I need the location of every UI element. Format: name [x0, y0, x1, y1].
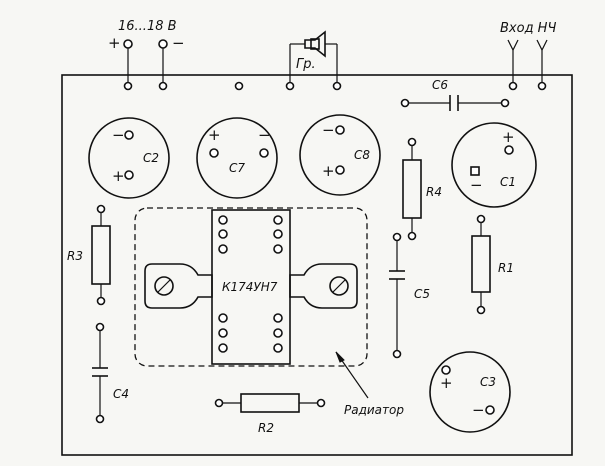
capacitor-c1	[451, 122, 537, 208]
resistor-r1	[471, 214, 491, 315]
c3-minus: −	[472, 401, 485, 419]
c1-minus: −	[470, 176, 483, 194]
chip-mounting-tab-right	[289, 263, 358, 309]
c3-plus: +	[440, 374, 453, 392]
resistor-r3	[91, 204, 111, 306]
board-outline	[61, 74, 573, 456]
capacitor-c4	[92, 322, 108, 424]
c2-plus: +	[112, 167, 125, 185]
power-minus-sign: −	[172, 34, 185, 52]
power-voltage-label: 16...18 В	[118, 19, 177, 34]
r3-label: R3	[67, 249, 83, 263]
capacitor-c8	[299, 114, 381, 196]
capacitor-c3	[429, 351, 511, 433]
chip-k174un7	[211, 209, 291, 365]
speaker-label: Гр.	[296, 57, 316, 72]
capacitor-c7	[196, 117, 278, 199]
c8-label: C8	[354, 148, 370, 162]
pad	[234, 81, 244, 91]
power-plus-sign: +	[108, 34, 121, 52]
power-terminals	[123, 39, 168, 91]
c8-plus: +	[322, 162, 335, 180]
r4-label: R4	[426, 185, 442, 199]
heatsink-pointer-arrow	[335, 351, 369, 399]
c6-label: C6	[432, 78, 448, 92]
chip-label: К174УН7	[222, 280, 278, 294]
capacitor-c6	[400, 95, 510, 111]
capacitor-c2	[88, 117, 170, 199]
c3-label: C3	[480, 375, 496, 389]
c1-label: C1	[500, 175, 516, 189]
c7-minus: −	[258, 126, 271, 144]
c7-plus: +	[208, 126, 221, 144]
c4-label: C4	[113, 387, 129, 401]
heatsink-outline	[134, 207, 368, 367]
input-label: Вход НЧ	[500, 21, 556, 36]
resistor-r4	[402, 137, 422, 241]
chip-mounting-tab-left	[144, 263, 213, 309]
resistor-r2	[214, 393, 326, 413]
capacitor-c5	[389, 232, 405, 359]
speaker-icon	[285, 30, 342, 91]
chip-pins	[218, 215, 283, 353]
heatsink-label: Радиатор	[344, 403, 404, 417]
c1-plus: +	[502, 128, 515, 146]
c2-minus: −	[112, 126, 125, 144]
input-terminals	[507, 39, 548, 91]
c8-minus: −	[322, 121, 335, 139]
c5-label: C5	[414, 287, 430, 301]
r1-label: R1	[498, 261, 514, 275]
c2-label: C2	[143, 151, 159, 165]
c7-label: C7	[229, 161, 245, 175]
r2-label: R2	[258, 421, 274, 435]
